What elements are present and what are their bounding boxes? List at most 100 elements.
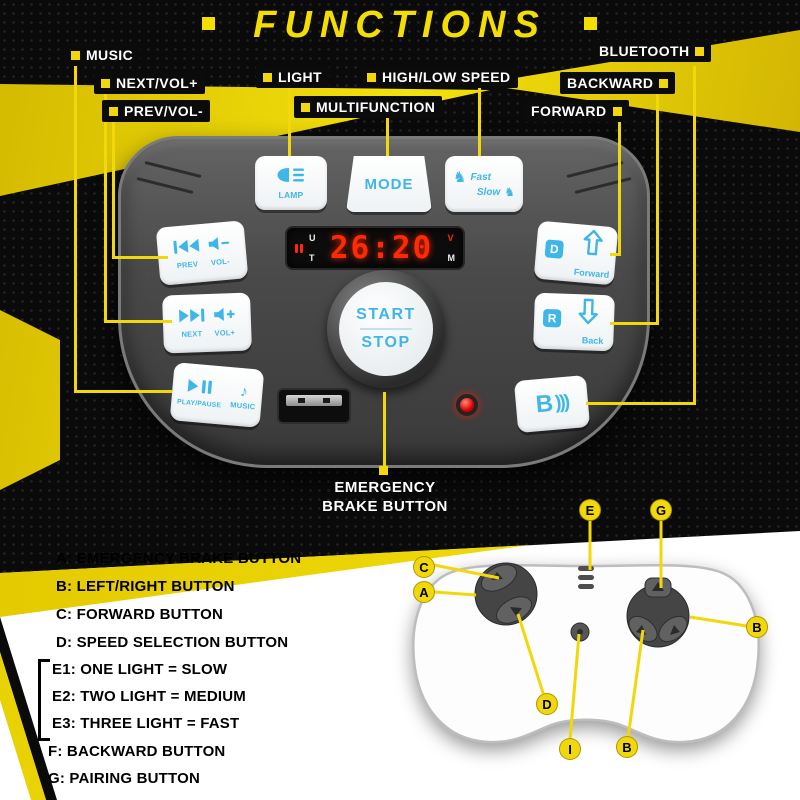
vol-minus-label: VOL- — [210, 256, 231, 268]
callout-marker-square — [301, 102, 310, 112]
slow-label: Slow — [476, 186, 501, 198]
callout-light: LIGHT — [256, 66, 329, 88]
legend-item-a: A: EMERGENCY BRAKE BUTTON — [56, 550, 302, 567]
next-track-icon — [178, 308, 205, 328]
display-m: M — [447, 253, 456, 263]
callout-line-multifunction — [386, 118, 389, 156]
horse-slow-icon: ♞ — [504, 185, 515, 199]
power-indicator-led — [456, 394, 478, 416]
callout-next-vol: NEXT/VOL+ — [94, 72, 205, 94]
pause-indicator-icon — [295, 243, 303, 253]
prev-label: PREV — [176, 259, 199, 271]
callout-multifunction-label: MULTIFUNCTION — [316, 99, 436, 115]
callout-marker-square — [659, 78, 669, 88]
legend-item-e1: E1: ONE LIGHT = SLOW — [52, 661, 228, 678]
legend-item-d: D: SPEED SELECTION BUTTON — [56, 634, 289, 651]
marker-e: E — [579, 499, 601, 521]
callout-backward-label: BACKWARD — [567, 75, 654, 91]
title-ornament-left — [202, 17, 215, 30]
display-t: T — [309, 253, 315, 263]
callout-marker-square — [263, 72, 272, 82]
callout-marker-square — [367, 72, 376, 82]
callout-line-next — [104, 94, 107, 320]
forward-label: Forward — [573, 266, 610, 280]
callout-music: MUSIC — [64, 44, 141, 66]
page-title: FUNCTIONS — [253, 4, 547, 46]
callout-line-prev — [112, 122, 115, 256]
marker-a: A — [413, 581, 435, 603]
next-volume-up-button: NEXT VOL+ — [162, 292, 252, 354]
play-pause-icon — [187, 378, 215, 399]
callout-line-emergency — [383, 392, 386, 466]
legend-item-e3: E3: THREE LIGHT = FAST — [52, 715, 240, 732]
back-label: Back — [581, 335, 604, 347]
prev-volume-down-button: PREV VOL- — [155, 220, 249, 286]
callout-line-forward — [610, 253, 621, 256]
callout-emergency-line2: BRAKE BUTTON — [322, 498, 448, 515]
display-digits: 26:20 — [329, 230, 434, 266]
callout-forward: FORWARD — [524, 100, 629, 122]
callout-marker-square — [379, 466, 388, 475]
mode-button: MODE — [346, 156, 432, 212]
music-label: MUSIC — [229, 400, 256, 412]
callout-line-forward — [618, 122, 621, 256]
marker-b-bottom: B — [616, 736, 638, 758]
callout-backward: BACKWARD — [560, 72, 676, 94]
usb-contact — [286, 395, 342, 406]
volume-up-icon — [213, 307, 236, 327]
mode-button-label: MODE — [364, 175, 414, 193]
legend-item-f: F: BACKWARD BUTTON — [48, 743, 226, 760]
callout-high-low-speed-label: HIGH/LOW SPEED — [382, 69, 511, 85]
horse-fast-icon: ♞ — [453, 169, 467, 186]
remote-control — [412, 562, 760, 744]
callout-marker-square — [101, 78, 110, 88]
display-u: U — [309, 233, 316, 243]
lamp-button: LAMP — [255, 156, 327, 210]
callout-line-next — [104, 320, 172, 323]
music-note-icon: ♪ — [239, 383, 249, 401]
marker-i: I — [559, 738, 581, 760]
remote-pairing-arrow-icon — [652, 582, 664, 591]
play-pause-label: PLAY/PAUSE — [176, 398, 222, 410]
callout-prev-vol: PREV/VOL- — [102, 100, 211, 122]
callout-marker-square — [71, 50, 80, 60]
callout-line-music — [74, 390, 172, 393]
callout-marker-square — [612, 106, 622, 116]
previous-track-icon — [172, 238, 200, 259]
bluetooth-button: B ))) — [513, 374, 591, 434]
battery-voltage-display: U T 26:20 V M — [285, 226, 465, 270]
fast-label: Fast — [470, 172, 492, 183]
callout-line-bluetooth — [693, 66, 696, 402]
callout-line-backward — [610, 322, 659, 325]
remote-right-arrow-icon — [670, 625, 680, 635]
remote-led-3 — [578, 584, 594, 589]
callout-line-bluetooth — [586, 402, 696, 405]
back-gear-button: R Back — [533, 292, 615, 352]
arrow-down-icon — [578, 298, 599, 330]
stop-label: STOP — [361, 334, 411, 351]
callout-next-vol-label: NEXT/VOL+ — [116, 75, 198, 91]
remote-power-dot-icon — [577, 629, 583, 635]
arrow-up-icon — [581, 229, 604, 262]
callout-emergency-line1: EMERGENCY — [334, 479, 436, 496]
legend-item-c: C: FORWARD BUTTON — [56, 606, 224, 623]
callout-forward-label: FORWARD — [531, 103, 607, 119]
callout-bluetooth-label: BLUETOOTH — [599, 43, 690, 59]
title-ornament-right — [584, 17, 597, 30]
callout-marker-square — [695, 46, 705, 56]
legend-item-g: G: PAIRING BUTTON — [48, 770, 201, 787]
display-v: V — [447, 233, 454, 243]
speed-fast-slow-button: ♞ Fast Slow ♞ — [445, 156, 523, 212]
headlight-icon — [276, 167, 306, 188]
callout-line-prev — [112, 256, 168, 259]
remote-led-2 — [578, 575, 594, 580]
callout-line-light — [288, 88, 291, 156]
marker-d: D — [536, 693, 558, 715]
callout-line-speed — [478, 88, 481, 156]
remote-body — [412, 563, 760, 744]
vol-plus-label: VOL+ — [214, 328, 236, 338]
marker-g: G — [650, 499, 672, 521]
bluetooth-waves-icon: ))) — [554, 391, 569, 414]
